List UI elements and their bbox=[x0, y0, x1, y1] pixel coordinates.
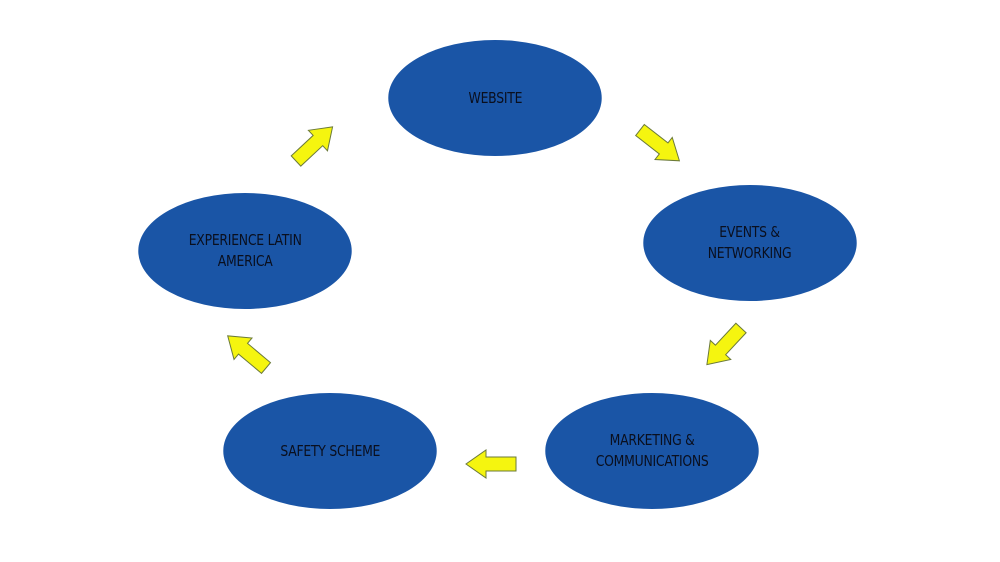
node-safety-label: SAFETY SCHEME bbox=[280, 441, 380, 460]
arrow-experience-to-website-icon bbox=[285, 116, 343, 172]
node-events-networking: EVENTS & NETWORKING bbox=[643, 185, 857, 301]
node-safety-scheme: SAFETY SCHEME bbox=[223, 393, 437, 509]
node-marketing-communications: MARKETING & COMMUNICATIONS bbox=[545, 393, 759, 509]
arrow-website-to-events-icon bbox=[630, 118, 689, 173]
node-experience-latin-america: EXPERIENCE LATIN AMERICA bbox=[138, 193, 352, 309]
node-events-label: EVENTS & NETWORKING bbox=[708, 223, 792, 262]
node-experience-label: EXPERIENCE LATIN AMERICA bbox=[188, 231, 302, 270]
node-website: WEBSITE bbox=[388, 40, 602, 156]
arrow-safety-to-experience-icon bbox=[218, 324, 276, 380]
arrow-marketing-to-safety-icon bbox=[465, 449, 517, 479]
node-website-label: WEBSITE bbox=[468, 88, 522, 107]
node-marketing-label: MARKETING & COMMUNICATIONS bbox=[595, 431, 709, 470]
arrow-events-to-marketing-icon bbox=[696, 317, 752, 375]
